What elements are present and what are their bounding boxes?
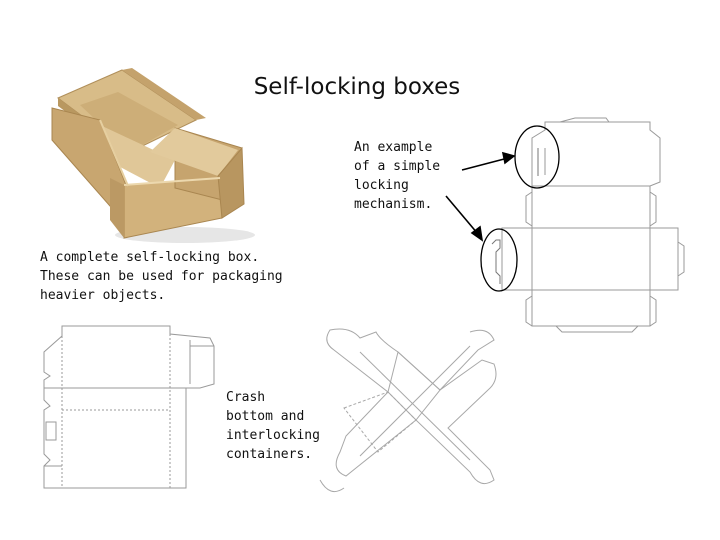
locking-box-dieline: [491, 117, 685, 333]
annotation-marks: [480, 125, 560, 292]
complete-box-caption: A complete self-locking box. These can b…: [40, 250, 283, 303]
interlocking-dieline: [319, 328, 497, 493]
page-title: Self-locking boxes: [253, 74, 461, 100]
crash-bottom-dieline: [43, 325, 215, 489]
highlight-circle-bottom: [480, 228, 518, 292]
locking-mechanism-caption: An example of a simple locking mechanism…: [354, 140, 441, 212]
annotation-arrows: [445, 151, 516, 242]
highlight-circle-top: [514, 125, 560, 189]
cardboard-box-photo: [51, 68, 255, 243]
crash-bottom-caption: Crash bottom and interlocking containers…: [226, 390, 320, 462]
